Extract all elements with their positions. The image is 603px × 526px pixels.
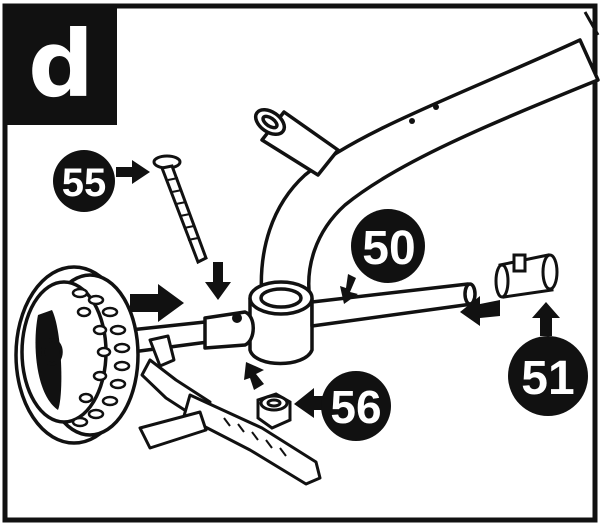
nut-part [256,392,292,430]
step-badge: d [6,7,117,125]
arrow-right-icon [130,284,184,322]
bolt-part [152,154,208,265]
arrow-up-icon [532,302,560,336]
arrow-up-icon [244,362,264,390]
arrow-down-icon [205,262,231,300]
cap-part [494,253,559,299]
callout-56: 56 [321,371,391,441]
arrow-left-icon [294,388,330,418]
callout-50-label: 50 [362,222,415,275]
callout-51-label: 51 [521,352,574,405]
arrow-right-icon [116,160,150,184]
brake-lever [138,334,322,486]
callout-55: 55 [53,150,115,212]
callout-55-label: 55 [62,161,107,205]
callout-50: 50 [351,209,425,283]
callout-56-label: 56 [330,381,381,433]
callout-51: 51 [508,336,588,416]
step-letter: d [28,11,94,118]
axle-collar [248,280,314,366]
wheel [14,265,140,445]
direction-arrows [116,160,560,418]
arrow-left-icon [460,296,500,326]
frame-tube [253,11,600,302]
arrow-down-icon [340,274,358,304]
axle-rod [128,282,477,354]
